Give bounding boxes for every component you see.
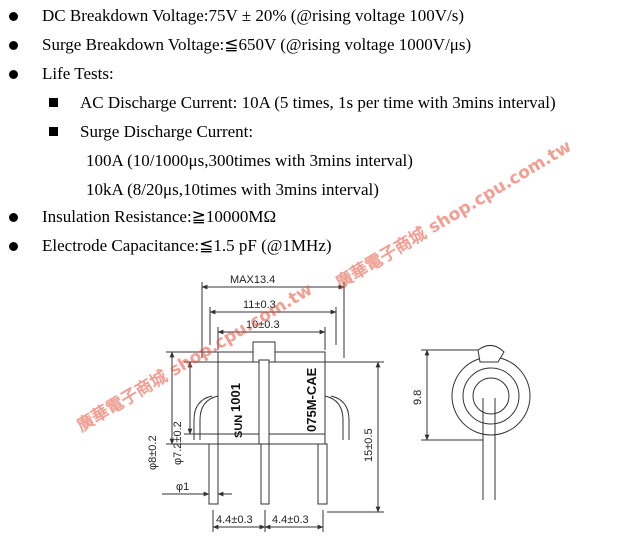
lead-length-label: 15±0.5 (363, 428, 375, 462)
inner-dia-label: φ7.2±0.2 (172, 421, 184, 465)
square-bullet-icon (49, 98, 58, 107)
inner-width-label: 10±0.3 (246, 319, 280, 331)
side-height-label: 9.8 (412, 390, 424, 405)
surge-line-2: 10kA (8/20μs,10times with 3mins interval… (86, 180, 379, 199)
pitch-left-label: 4.4±0.3 (216, 514, 253, 526)
dc-breakdown-text: DC Breakdown Voltage:75V ± 20% (@rising … (42, 6, 465, 25)
life-tests-heading: Life Tests: (42, 64, 114, 83)
bullet-icon (9, 70, 18, 79)
bullet-icon (9, 12, 18, 21)
max-width-label: MAX13.4 (230, 274, 275, 286)
surge-breakdown-text: Surge Breakdown Voltage:≦650V (@rising v… (42, 35, 472, 54)
bullet-icon (9, 213, 18, 222)
capacitance-text: Electrode Capacitance:≦1.5 pF (@1MHz) (42, 236, 332, 255)
pitch-right-label: 4.4±0.3 (272, 514, 309, 526)
surge-discharge-text: Surge Discharge Current: (80, 122, 254, 141)
ac-discharge-text: AC Discharge Current: 10A (5 times, 1s p… (80, 93, 556, 112)
bullet-icon (9, 41, 18, 50)
bullet-icon (9, 242, 18, 251)
logo-label: SUN (233, 415, 245, 438)
part-number-label: 075M-CAE (304, 367, 319, 432)
code-label: 1001 (228, 383, 243, 412)
lead-dia-label: φ1 (176, 481, 189, 493)
surge-line-1: 100A (10/1000μs,300times with 3mins inte… (86, 151, 413, 170)
square-bullet-icon (49, 127, 58, 136)
outer-dia-label: φ8±0.2 (147, 435, 159, 470)
insulation-text: Insulation Resistance:≧10000MΩ (42, 207, 277, 226)
body-width-label: 11±0.3 (243, 299, 276, 311)
